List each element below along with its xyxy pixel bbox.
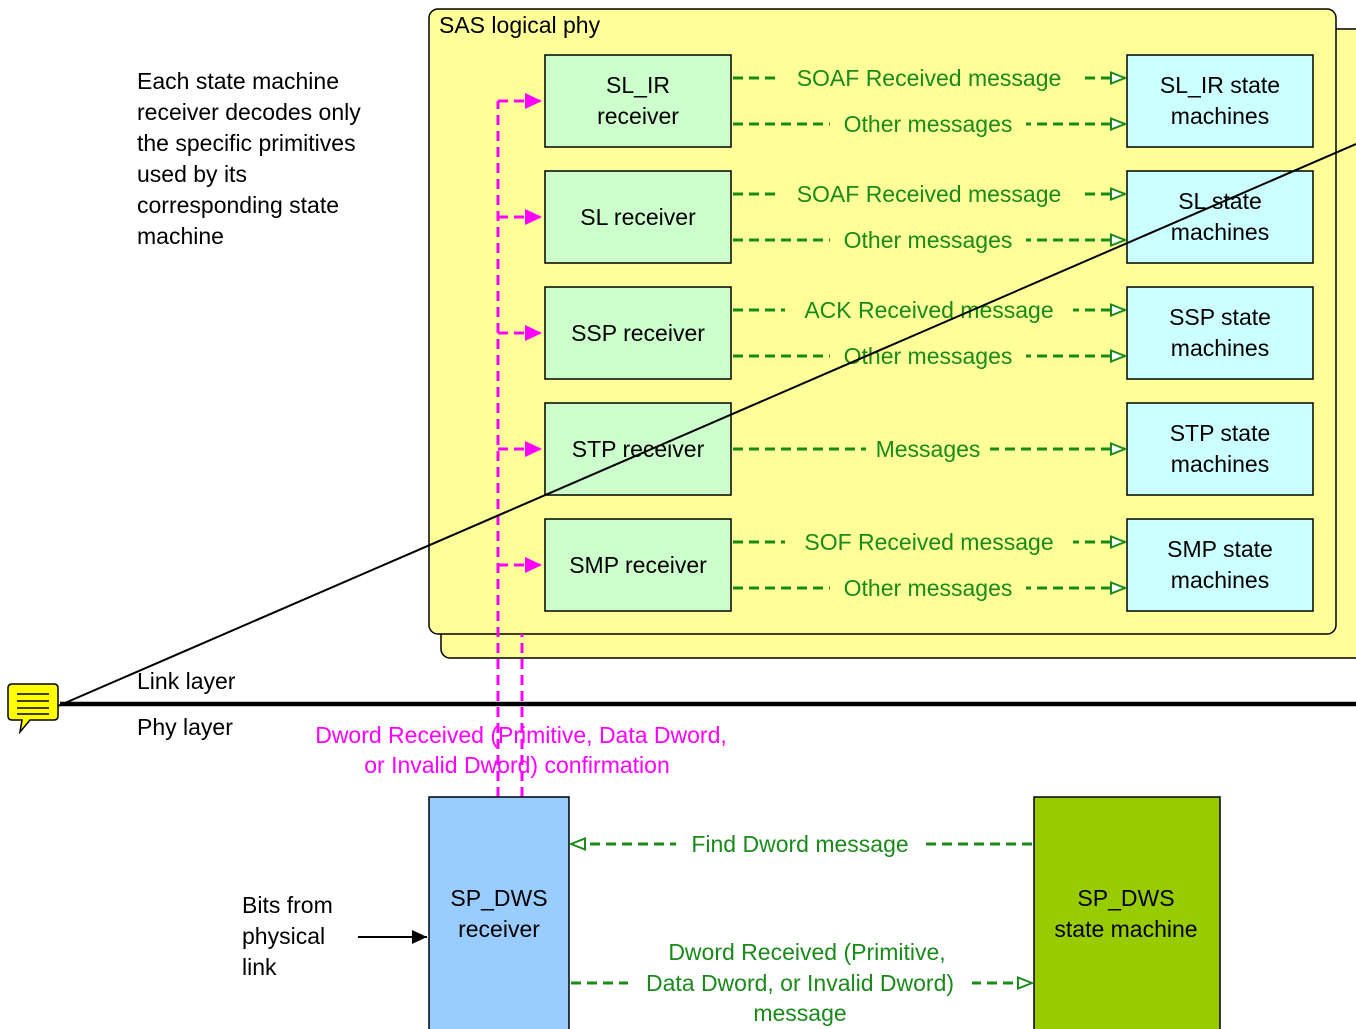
note-line: used by its (137, 161, 247, 187)
message-label: Other messages (844, 343, 1013, 369)
bits-label: physical (242, 923, 325, 949)
receiver-label: SL receiver (580, 204, 696, 230)
sp-dws-receiver-label: receiver (458, 916, 540, 942)
sp-dws-receiver: SP_DWS receiver (428, 796, 570, 1029)
receiver-label: STP receiver (572, 436, 705, 462)
receiver-note: Each state machine receiver decodes only… (137, 68, 361, 249)
state-machine-label: machines (1171, 219, 1269, 245)
annotation-line (57, 143, 1356, 707)
message-label: SOF Received message (804, 529, 1053, 555)
state-machine-label: SL state (1178, 188, 1262, 214)
receiver-label: receiver (597, 103, 679, 129)
state-machine-label: machines (1171, 103, 1269, 129)
ssp-receiver: SSP receiver (544, 286, 732, 380)
sp-dws-state-machine: SP_DWS state machine (1033, 796, 1221, 1029)
ssp-state-machines: SSP state machines (1126, 286, 1314, 380)
message-label: SOAF Received message (797, 65, 1062, 91)
dword-message-label: Data Dword, or Invalid Dword) (646, 970, 954, 996)
sp-dws-state-machine-label: state machine (1054, 916, 1197, 942)
confirmation-label: or Invalid Dword) confirmation (364, 752, 670, 778)
container-title: SAS logical phy (439, 12, 601, 38)
phy-layer-label: Phy layer (137, 714, 233, 740)
message-label: Other messages (844, 111, 1013, 137)
message-label: ACK Received message (804, 297, 1053, 323)
confirmation-label: Dword Received (Primitive, Data Dword, (315, 722, 727, 748)
message-label: Other messages (844, 227, 1013, 253)
receiver-label: SL_IR (606, 72, 670, 98)
link-layer-label: Link layer (137, 668, 236, 694)
stp-state-machines: STP state machines (1126, 402, 1314, 496)
state-machine-label: machines (1171, 567, 1269, 593)
bits-label: Bits from (242, 892, 333, 918)
state-machine-label: STP state (1170, 420, 1271, 446)
dword-message-label: message (753, 1000, 846, 1026)
receiver-label: SSP receiver (571, 320, 705, 346)
sl-ir-receiver: SL_IR receiver (544, 54, 732, 148)
stp-receiver: STP receiver (544, 402, 732, 496)
note-line: machine (137, 223, 224, 249)
state-machine-label: machines (1171, 451, 1269, 477)
sl-state-machines: SL state machines (1126, 170, 1314, 264)
state-machine-label: SMP state (1167, 536, 1273, 562)
receiver-label: SMP receiver (569, 552, 707, 578)
comment-icon[interactable] (7, 683, 59, 735)
note-line: Each state machine (137, 68, 339, 94)
sl-receiver: SL receiver (544, 170, 732, 264)
bits-label: link (242, 954, 277, 980)
state-machine-label: SL_IR state (1160, 72, 1280, 98)
dword-message-label: Dword Received (Primitive, (668, 939, 945, 965)
state-machine-label: SSP state (1169, 304, 1271, 330)
sp-dws-receiver-label: SP_DWS (450, 885, 547, 911)
message-label: Messages (876, 436, 981, 462)
message-label: Other messages (844, 575, 1013, 601)
smp-receiver: SMP receiver (544, 518, 732, 612)
message-label: SOAF Received message (797, 181, 1062, 207)
find-dword-label: Find Dword message (691, 831, 908, 857)
smp-state-machines: SMP state machines (1126, 518, 1314, 612)
state-machine-label: machines (1171, 335, 1269, 361)
sl-ir-state-machines: SL_IR state machines (1126, 54, 1314, 148)
note-line: receiver decodes only (137, 99, 361, 125)
note-line: corresponding state (137, 192, 339, 218)
note-line: the specific primitives (137, 130, 356, 156)
sp-dws-state-machine-label: SP_DWS (1077, 885, 1174, 911)
message-labels: SOAF Received message Other messages SOA… (777, 63, 1081, 601)
